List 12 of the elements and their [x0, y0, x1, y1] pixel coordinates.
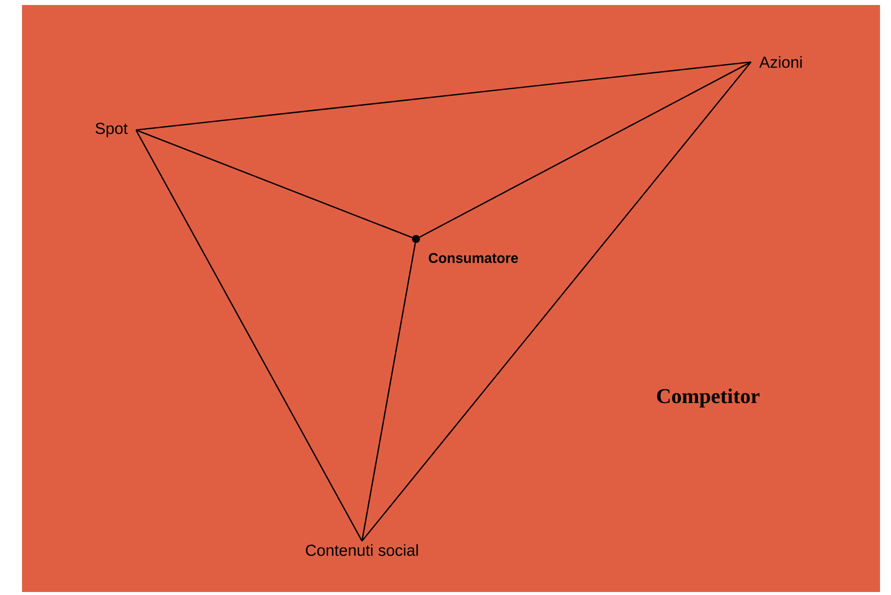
line — [136, 61, 752, 131]
line — [362, 62, 752, 542]
point-dot — [412, 235, 420, 243]
vertex-label: Azioni — [759, 56, 802, 68]
line — [419, 61, 752, 238]
vertex-label: Spot — [96, 122, 128, 138]
line — [135, 130, 363, 542]
vertex-label: Contenuti social — [306, 544, 418, 556]
line — [136, 129, 412, 238]
line — [361, 243, 416, 542]
point-label: Consumatore — [428, 253, 518, 263]
region-label: Competitor — [657, 388, 760, 408]
